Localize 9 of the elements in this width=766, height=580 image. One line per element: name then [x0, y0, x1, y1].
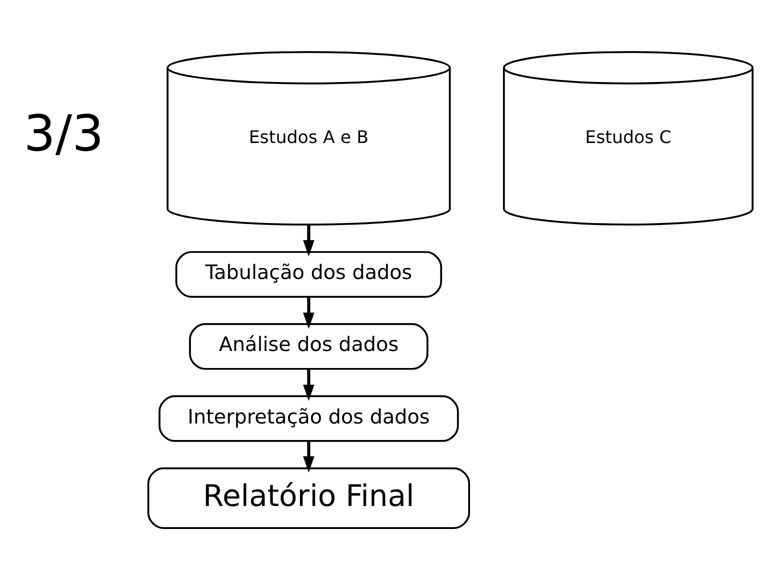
node-box: Interpretação dos dados	[158, 395, 459, 442]
node-box: Análise dos dados	[189, 323, 428, 370]
arrow	[303, 224, 314, 256]
label: 3/3	[24, 104, 104, 163]
node-box: Relatório Final	[147, 467, 470, 529]
arrow	[303, 441, 314, 473]
arrow	[303, 296, 314, 329]
node-box: Tabulação dos dados	[175, 251, 442, 298]
arrow	[303, 369, 314, 401]
